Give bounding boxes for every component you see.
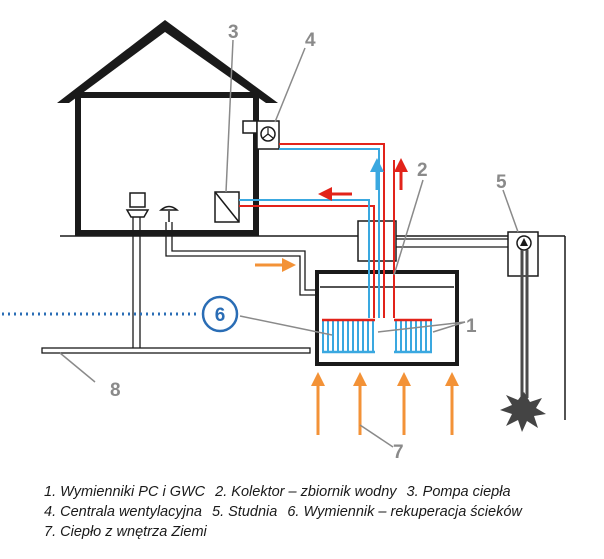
toilet	[125, 192, 150, 218]
legend-item-4: 4. Centrala wentylacyjna	[44, 504, 202, 520]
earth-heat-arrows	[311, 372, 459, 435]
hot-pipes	[239, 143, 395, 318]
label-6-circle: 6	[201, 295, 239, 333]
arrow-up-blue	[370, 158, 384, 190]
heat-pump-box	[357, 220, 397, 262]
house	[57, 20, 278, 236]
cold-pipes	[239, 148, 380, 318]
drain-pipe	[41, 217, 311, 354]
legend-item-2: 2. Kolektor – zbiornik wodny	[215, 484, 397, 500]
legend-line-1: 1. Wymienniki PC i GWC 2. Kolektor – zbi…	[44, 482, 600, 502]
legend-item-1: 1. Wymienniki PC i GWC	[44, 484, 206, 500]
well-burst	[500, 392, 546, 432]
legend-line-3: 7. Ciepło z wnętrza Ziemi	[44, 522, 600, 542]
sink	[159, 205, 179, 222]
label-3: 3	[228, 22, 239, 43]
arrow-up-red	[394, 158, 408, 190]
well	[500, 231, 546, 432]
legend-line-2: 4. Centrala wentylacyjna 5. Studnia 6. W…	[44, 502, 600, 522]
label-6: 6	[215, 305, 226, 326]
legend: 1. Wymienniki PC i GWC 2. Kolektor – zbi…	[44, 482, 600, 542]
legend-item-6: 6. Wymiennik – rekuperacja ścieków	[287, 504, 522, 520]
label-2: 2	[417, 160, 428, 181]
heat-pump-unit	[242, 120, 280, 150]
exchanger-left	[320, 318, 378, 354]
label-1: 1	[466, 316, 477, 337]
label-7: 7	[393, 442, 404, 463]
arrow-left-red	[318, 187, 352, 201]
sink-pipe	[165, 222, 318, 296]
heating-system-diagram: 3 4 2 5 1 8 7 6	[2, 20, 566, 463]
arrow-right-orange	[255, 258, 296, 272]
legend-item-5: 5. Studnia	[212, 504, 278, 520]
label-8: 8	[110, 380, 121, 401]
legend-item-7: 7. Ciepło z wnętrza Ziemi	[44, 524, 207, 540]
leader-lines	[59, 39, 519, 448]
exchanger-right	[393, 318, 433, 354]
label-5: 5	[496, 172, 507, 193]
well-pipe	[396, 238, 516, 248]
legend-item-3: 3. Pompa ciepła	[406, 484, 511, 500]
label-4: 4	[305, 30, 316, 51]
ventilation-unit	[214, 191, 240, 223]
